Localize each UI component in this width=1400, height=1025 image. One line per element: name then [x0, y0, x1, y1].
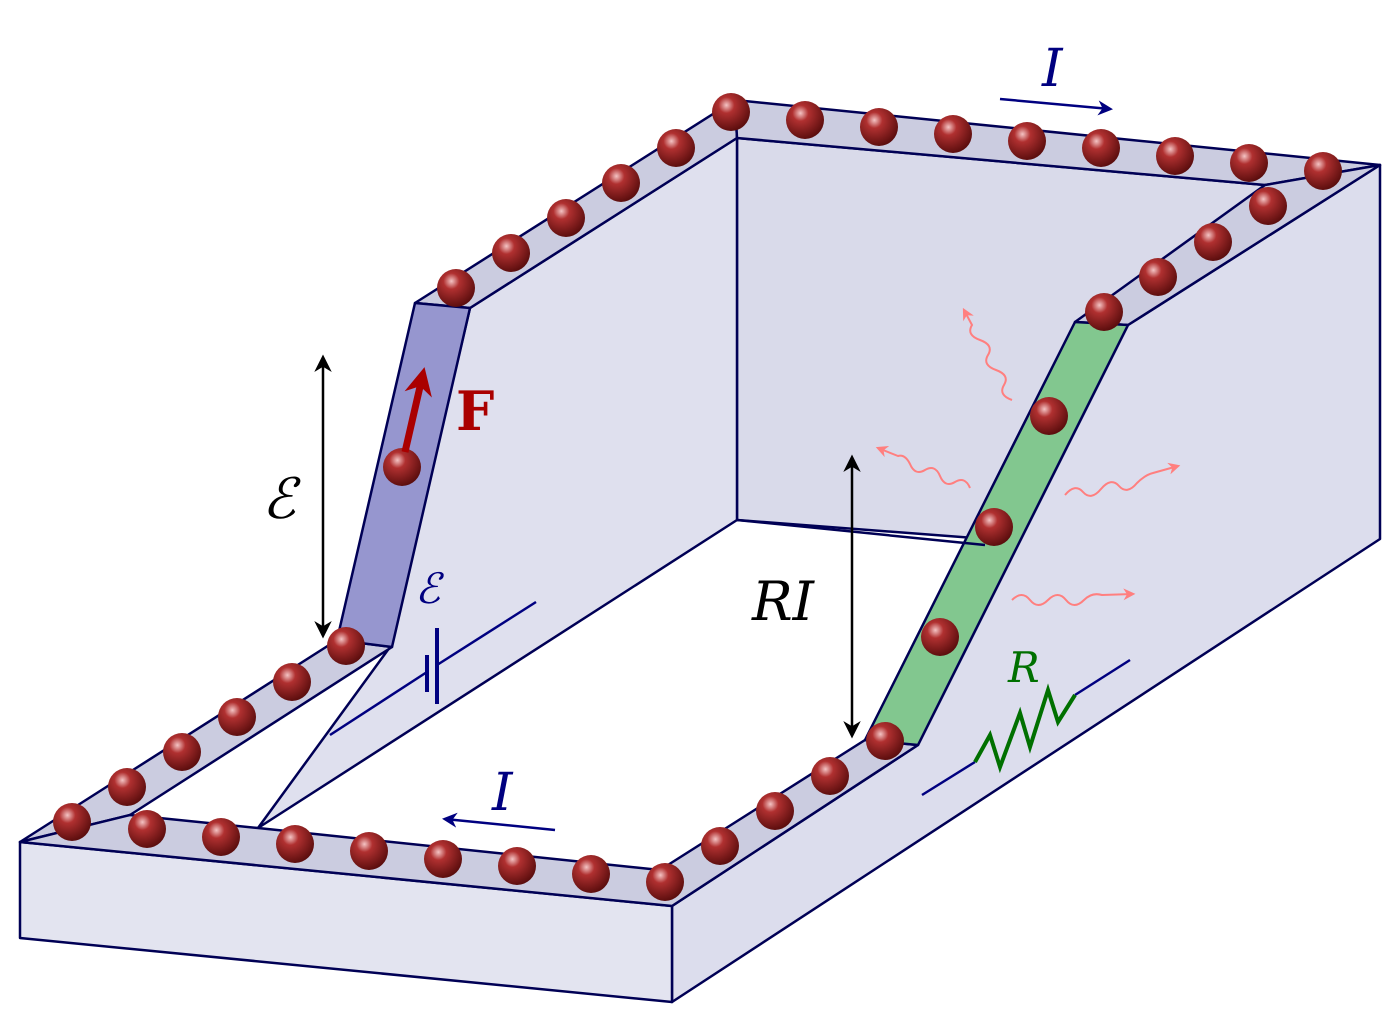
resistor-label: R	[1007, 643, 1040, 692]
charge-ball	[657, 129, 695, 167]
charge-ball	[975, 508, 1013, 546]
charge-ball	[1085, 293, 1123, 331]
charge-ball	[921, 618, 959, 656]
charge-ball	[350, 832, 388, 870]
charge-ball	[1230, 144, 1268, 182]
heat-wave-icon	[1064, 462, 1181, 497]
charge-ball	[492, 234, 530, 272]
charge-ball	[1156, 137, 1194, 175]
charge-ball	[327, 627, 365, 665]
charge-ball	[712, 93, 750, 131]
charge-ball	[1082, 129, 1120, 167]
charge-ball	[572, 855, 610, 893]
charge-ball	[108, 768, 146, 806]
charge-ball	[1304, 152, 1342, 190]
charge-ball	[602, 164, 640, 202]
charge-ball	[218, 698, 256, 736]
force-arrow	[401, 367, 432, 453]
charge-ball	[934, 115, 972, 153]
charge-ball	[424, 840, 462, 878]
charge-ball	[1008, 122, 1046, 160]
charge-ball	[53, 803, 91, 841]
charge-ball	[756, 792, 794, 830]
charge-ball	[1139, 258, 1177, 296]
charge-ball	[273, 663, 311, 701]
current-label-bottom: I	[491, 763, 514, 823]
emf-height-label: ℰ	[262, 467, 301, 532]
heat-waves	[875, 307, 1181, 606]
charge-ball	[786, 101, 824, 139]
charge-ball	[1194, 223, 1232, 261]
charge-ball	[547, 199, 585, 237]
charge-ball	[1249, 187, 1287, 225]
current-arrow-top	[999, 97, 1113, 116]
charge-ball	[163, 733, 201, 771]
emf-source-label: ℰ	[415, 564, 445, 613]
charge-ball	[202, 818, 240, 856]
charge-ball	[701, 827, 739, 865]
battery-symbol	[329, 600, 537, 737]
resistor-symbol	[921, 658, 1131, 797]
charge-ball	[383, 448, 421, 486]
charge-ball	[1030, 397, 1068, 435]
charges	[53, 93, 1342, 901]
charge-ball	[811, 757, 849, 795]
force-label: F	[456, 379, 494, 443]
charge-ball	[646, 863, 684, 901]
current-arrow-bottom	[442, 812, 556, 832]
charge-ball	[866, 722, 904, 760]
heat-wave-icon	[875, 445, 971, 489]
charge-ball	[860, 108, 898, 146]
charge-ball	[128, 810, 166, 848]
floor-edge	[736, 518, 986, 547]
charge-ball	[437, 269, 475, 307]
heat-wave-icon	[962, 307, 1013, 401]
charge-ball	[498, 847, 536, 885]
charge-ball	[276, 825, 314, 863]
current-label-top: I	[1041, 39, 1064, 99]
voltage-drop-label: RI	[751, 570, 816, 633]
heat-wave-icon	[1011, 588, 1136, 606]
